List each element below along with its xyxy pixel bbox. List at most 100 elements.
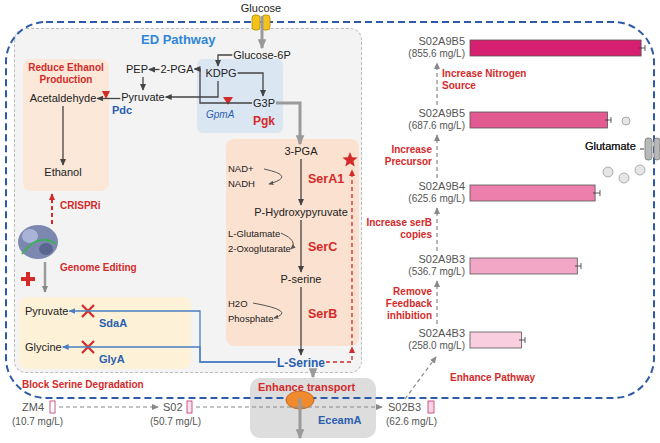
pathway-arrow xyxy=(97,98,120,99)
text: Glycine xyxy=(25,341,62,354)
text: Glucose xyxy=(241,2,281,15)
pathway-arrow xyxy=(312,371,315,377)
metabolite: Glycine xyxy=(25,341,62,354)
label-holder: S02A4B3 xyxy=(390,327,465,340)
label-holder: S02B3 xyxy=(388,401,421,414)
label-holder: GpmA xyxy=(206,109,234,121)
label-holder: (50.7 mg/L) xyxy=(150,416,201,428)
pathway-arrow xyxy=(62,106,63,165)
enzyme-label: Pdc xyxy=(112,104,132,117)
enzyme-label: GpmA xyxy=(206,109,234,121)
metabolite: PEP xyxy=(126,63,148,76)
text-holder: SerB xyxy=(308,307,337,321)
text: SerA1 xyxy=(308,172,344,186)
cas9-complex xyxy=(39,243,53,255)
editing-arrow xyxy=(44,262,47,292)
product: L-Serine xyxy=(277,356,325,370)
transport-box: Enhance transportEceamA xyxy=(250,378,376,438)
text: Ethanol xyxy=(44,166,81,179)
text: 2-PGA xyxy=(160,63,193,76)
label-holder: Block Serine Degradation xyxy=(22,379,144,391)
pathway-arrow xyxy=(149,69,160,70)
strain-arrow xyxy=(436,208,437,251)
text: P-Hydroxypyruvate xyxy=(254,206,348,219)
metabolite: Pyruvate xyxy=(25,305,68,318)
strategy-label: Enhance Pathway xyxy=(450,372,535,384)
titer-value: (687.6 mg/L) xyxy=(390,120,465,132)
pathway-arrow xyxy=(300,287,301,355)
label-holder: ZM4 xyxy=(22,401,44,414)
label-holder: CRISPRi xyxy=(60,200,101,212)
label-holder: L-Glutamate xyxy=(228,228,280,239)
error-bar xyxy=(519,45,645,343)
metabolite: Glucose xyxy=(241,2,281,15)
text: G3P xyxy=(253,97,275,110)
text-holder: SdaA xyxy=(99,317,127,330)
method-label: Genome Editing xyxy=(60,262,137,274)
strain-name: S02A9B3 xyxy=(390,253,465,266)
glutamate-molecule xyxy=(619,173,629,183)
metabolite: P-serine xyxy=(281,273,322,286)
glutamate-transporter xyxy=(654,138,660,160)
error-bar xyxy=(519,337,525,343)
strain-name: ZM4 xyxy=(22,401,44,414)
titer-value: (536.7 mg/L) xyxy=(390,266,465,278)
text: Pyruvate xyxy=(25,305,68,318)
label-holder: (625.6 mg/L) xyxy=(390,193,465,205)
label-holder: Genome Editing xyxy=(60,262,137,274)
titer-bar xyxy=(470,40,641,56)
metabolite: 3-PGA xyxy=(284,145,317,158)
strategy-label: Increase serB copies xyxy=(366,217,432,241)
module-box: SdaAGlyAPyruvateGlycine xyxy=(19,297,191,369)
label-holder: (855.6 mg/L) xyxy=(390,48,465,60)
text: KDPG xyxy=(205,67,236,80)
label-holder: 2-Oxoglutarate xyxy=(228,243,291,254)
label-holder: Increase serB copies xyxy=(366,217,432,241)
titer-bar xyxy=(470,258,577,274)
strain-name: S02A4B3 xyxy=(390,327,465,340)
label-holder: S02 xyxy=(163,401,183,414)
strain-name: S02A9B4 xyxy=(390,180,465,193)
cas9-complex xyxy=(22,240,56,254)
glutamate-transporter xyxy=(645,138,652,160)
pathway-arrow xyxy=(300,220,301,272)
strategy-label: Block Serine Degradation xyxy=(22,379,144,391)
titer-value: (625.6 mg/L) xyxy=(390,193,465,205)
titer-bar xyxy=(470,185,595,201)
label-holder: S02A9B5 xyxy=(390,107,465,120)
text-holder: Reduce Ethanol Production xyxy=(25,62,107,86)
label-holder: (258.0 mg/L) xyxy=(390,340,465,352)
strategy-label: Remove Feedback inhibition xyxy=(366,286,432,322)
label-holder: Pdc xyxy=(112,104,132,117)
text-holder: SerA1 xyxy=(308,172,344,186)
titer-bar xyxy=(470,112,608,128)
label-holder: Phosphate xyxy=(228,313,273,324)
text: SdaA xyxy=(99,317,127,330)
label-holder: S02A9B5 xyxy=(390,35,465,48)
glutamate-molecule xyxy=(622,117,630,125)
text-holder: SerC xyxy=(308,240,337,254)
titer-value: (258.0 mg/L) xyxy=(390,340,465,352)
cas9-complex xyxy=(18,225,58,259)
titer-bar xyxy=(428,401,434,413)
text: Acetaldehyde xyxy=(30,92,97,105)
text: ED Pathway xyxy=(141,32,215,47)
cofactor-label: H2O xyxy=(228,298,248,309)
error-bar xyxy=(639,45,645,51)
text: P-serine xyxy=(281,273,322,286)
error-bar xyxy=(575,263,581,269)
label-holder: S02A9B3 xyxy=(390,253,465,266)
metabolite: P-Hydroxypyruvate xyxy=(254,206,348,219)
text: Enhance transport xyxy=(258,381,355,394)
titer-value: (50.7 mg/L) xyxy=(150,416,201,428)
strain-arrow xyxy=(59,406,158,407)
strain-name: S02B3 xyxy=(388,401,421,414)
label-holder: NADH xyxy=(228,178,255,189)
cofactor-label: NADH xyxy=(228,178,255,189)
titer-value: (10.7 mg/L) xyxy=(12,416,63,428)
plus-mark xyxy=(26,272,30,286)
text: Pgk xyxy=(253,114,275,128)
metabolite: Acetaldehyde xyxy=(30,92,97,105)
titer-bar xyxy=(50,401,55,413)
